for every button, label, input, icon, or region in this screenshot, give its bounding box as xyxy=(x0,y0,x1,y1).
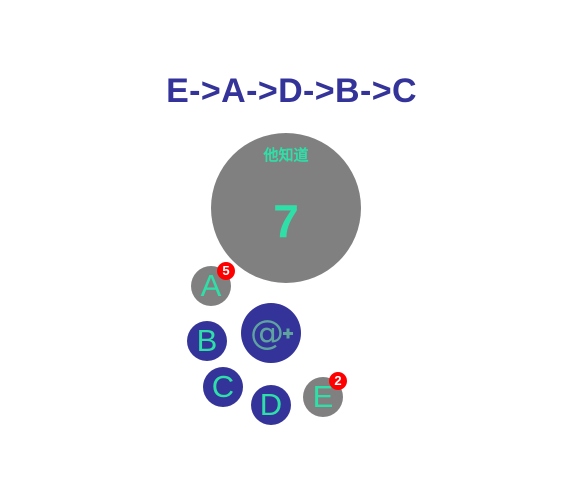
node-a-badge: 5 xyxy=(217,262,235,280)
node-a-label: A xyxy=(200,268,222,303)
node-c-label: C xyxy=(211,369,235,404)
node-d[interactable]: D xyxy=(251,385,291,425)
node-d-label: D xyxy=(259,387,283,422)
node-e[interactable]: E xyxy=(303,377,343,417)
node-e-label: E xyxy=(312,379,334,414)
node-c[interactable]: C xyxy=(203,367,243,407)
mention-add-button[interactable]: @ xyxy=(241,303,301,363)
main-circle-count: 7 xyxy=(273,195,299,247)
node-b-label: B xyxy=(196,323,218,358)
main-circle[interactable]: 他知道 7 xyxy=(211,133,361,283)
node-e-badge: 2 xyxy=(329,372,347,390)
svg-text:@: @ xyxy=(250,313,284,353)
at-plus-icon: @ xyxy=(250,313,293,353)
main-circle-label: 他知道 xyxy=(263,146,309,164)
node-b[interactable]: B xyxy=(187,321,227,361)
sequence-title: E->A->D->B->C xyxy=(166,72,417,110)
